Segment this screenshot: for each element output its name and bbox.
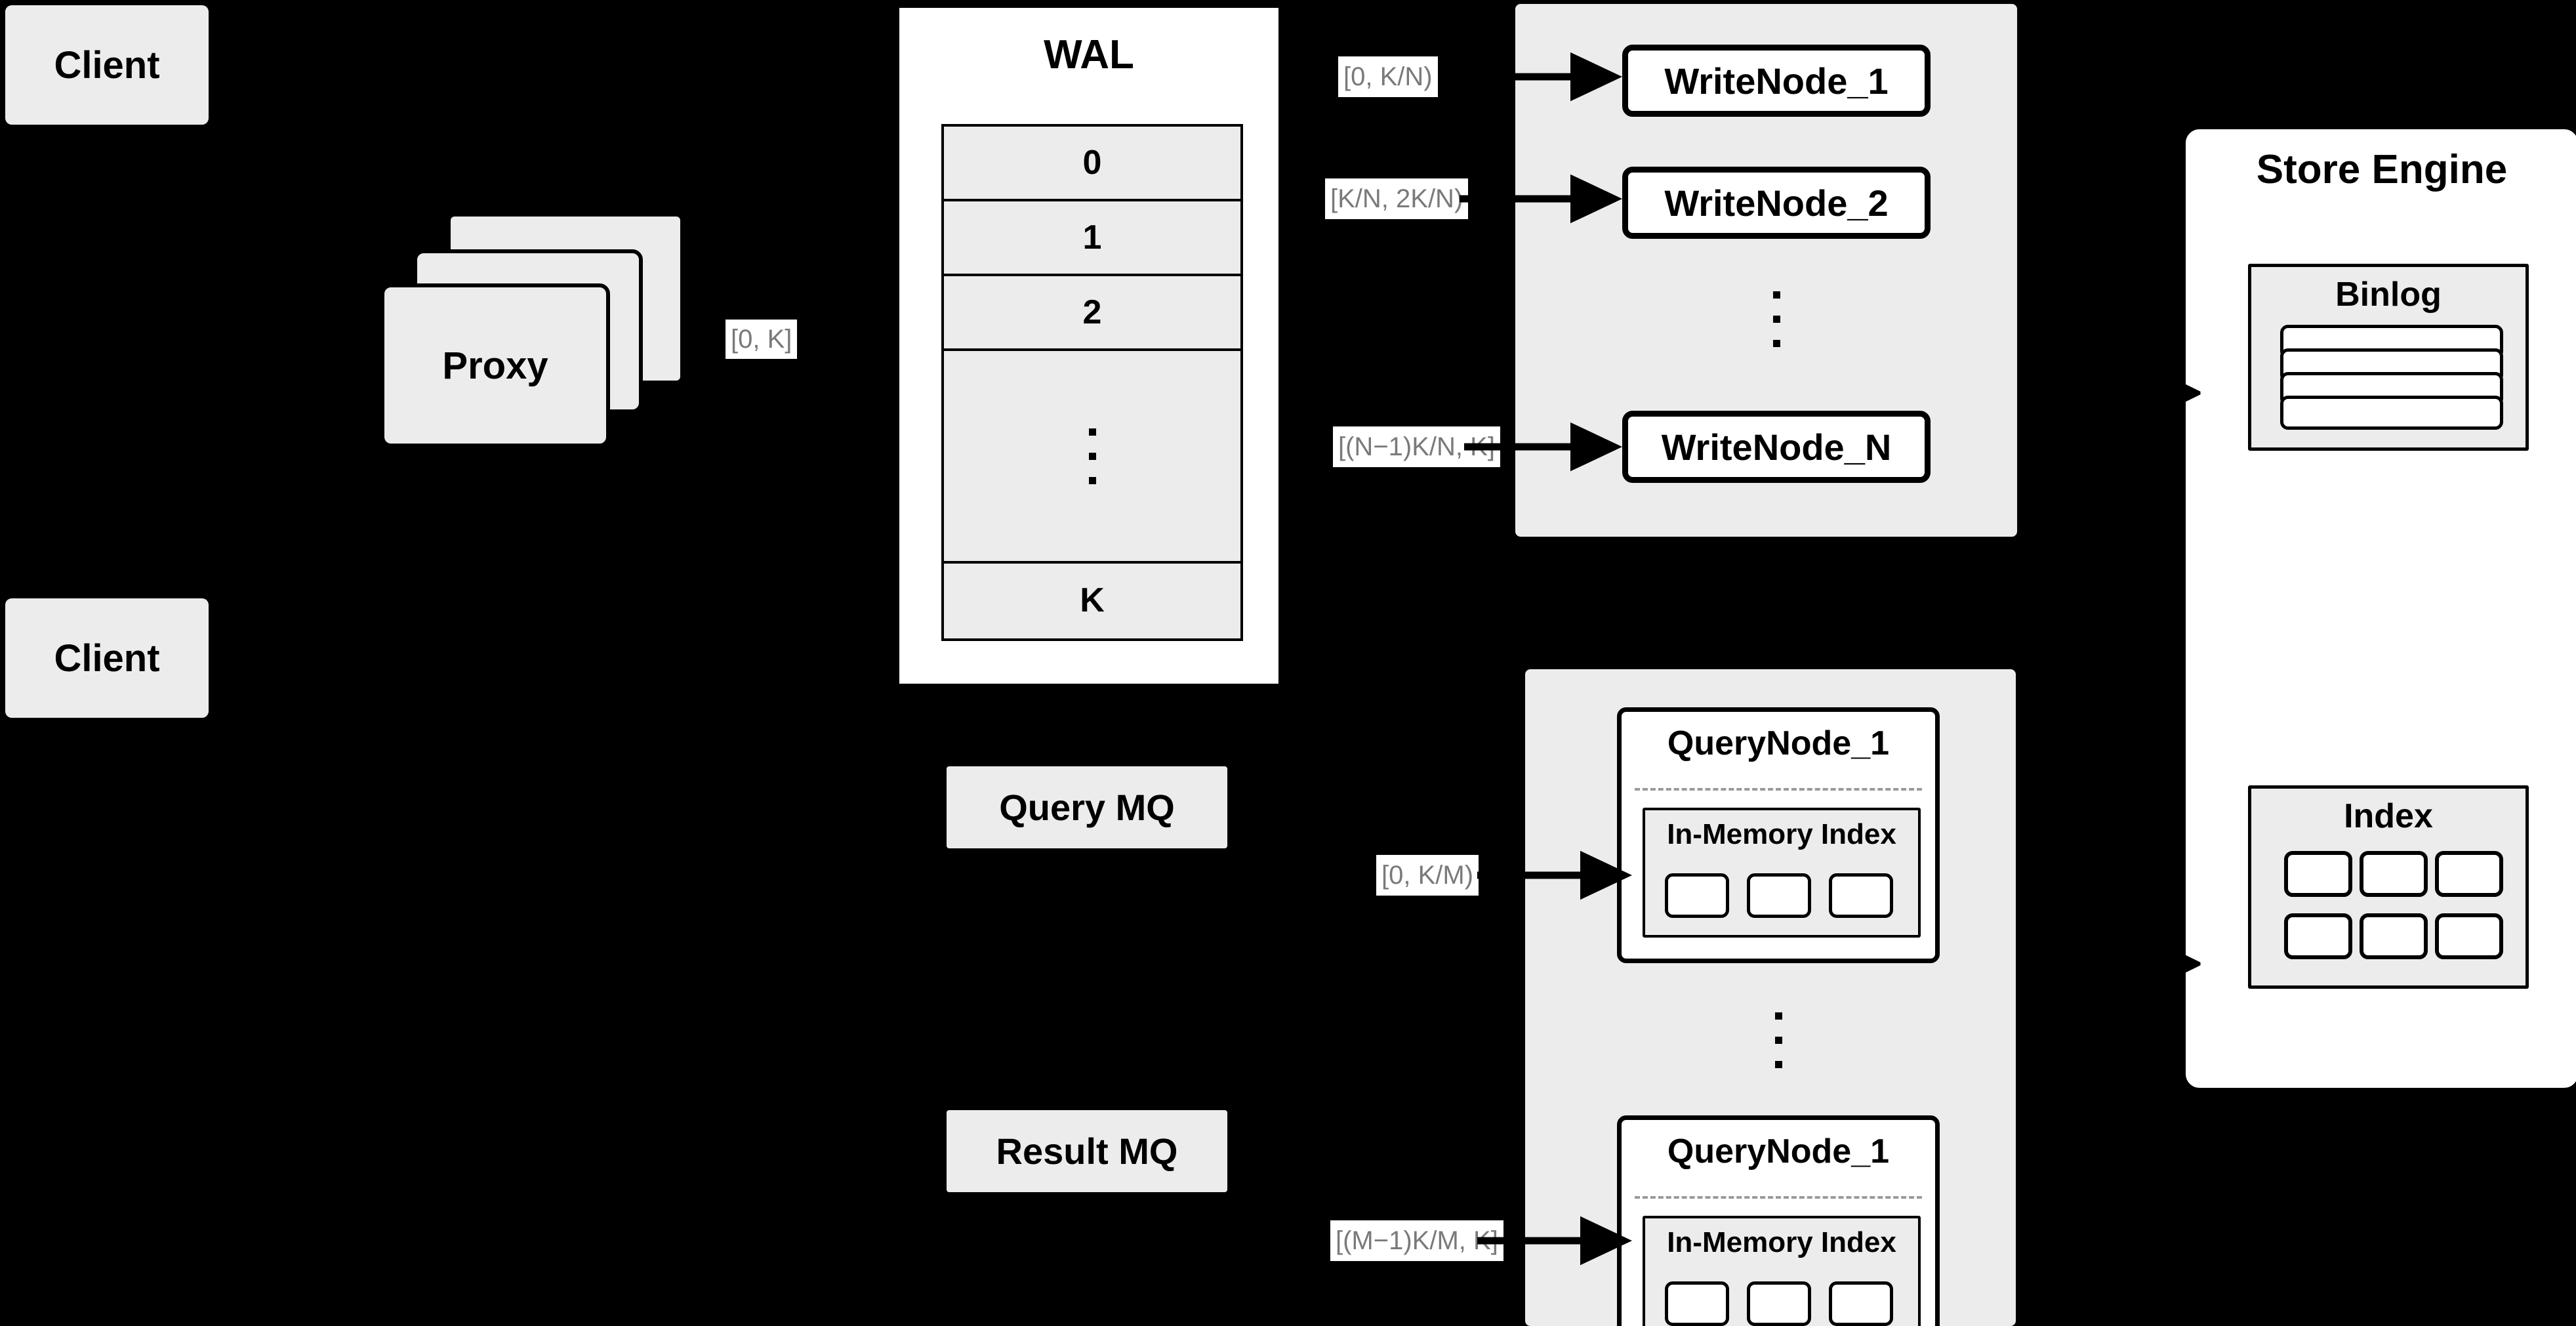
wal-row[interactable]: 2 [944, 276, 1240, 351]
write-node-n-range-text: [(N−1)K/N, K] [1338, 432, 1495, 461]
query-node-1-in-memory-index: In-Memory Index [1643, 808, 1921, 938]
index-cell[interactable] [1747, 873, 1811, 918]
query-mq-label: Query MQ [999, 787, 1175, 828]
wal-row[interactable]: 0 [944, 127, 1240, 201]
query-node-2[interactable]: QueryNode_1 In-Memory Index [1617, 1115, 1940, 1326]
query-node-2-in-memory-index-title: In-Memory Index [1667, 1226, 1896, 1258]
query-mq-node[interactable]: Query MQ [947, 766, 1227, 848]
write-node-1-range-text: [0, K/N) [1343, 62, 1433, 91]
write-node-group: WriteNode_1 WriteNode_2 WriteNode_N [1515, 4, 2017, 537]
result-mq-label: Result MQ [996, 1130, 1178, 1172]
index-cell[interactable] [1665, 873, 1729, 918]
index-cell[interactable] [1829, 873, 1893, 918]
index-cell[interactable] [2435, 913, 2503, 959]
wal-entry-table: 0 1 2 K [941, 124, 1243, 641]
write-node-n-label: WriteNode_N [1661, 426, 1892, 468]
query-node-2-separator [1635, 1196, 1922, 1199]
index-cell[interactable] [2435, 851, 2503, 897]
proxy-output-range-text: [0, K] [731, 324, 792, 354]
wal-row-label: 1 [1082, 218, 1102, 257]
index-cell[interactable] [1747, 1281, 1811, 1326]
write-node-n[interactable]: WriteNode_N [1622, 411, 1931, 483]
query-node-2-range-label: [(M−1)K/M, K] [1330, 1220, 1503, 1261]
query-node-2-label: QueryNode_1 [1667, 1132, 1890, 1171]
query-node-group: QueryNode_1 In-Memory Index QueryNode_1 … [1525, 669, 2016, 1326]
write-node-1[interactable]: WriteNode_1 [1622, 45, 1931, 117]
index-cell[interactable] [2284, 913, 2352, 959]
proxy-node-label: Proxy [442, 344, 548, 387]
wal-row-ellipsis [944, 351, 1240, 564]
query-node-2-in-memory-index: In-Memory Index [1643, 1216, 1921, 1326]
wal-title: WAL [1044, 32, 1134, 77]
index-cell[interactable] [2360, 851, 2428, 897]
binlog-panel: Binlog [2248, 264, 2529, 451]
binlog-entry-bar[interactable] [2280, 396, 2503, 430]
write-node-ellipsis [1622, 266, 1931, 371]
result-mq-node[interactable]: Result MQ [947, 1110, 1227, 1192]
proxy-node[interactable]: Proxy [380, 283, 610, 447]
client-node-1[interactable]: Client [5, 5, 209, 125]
index-cell[interactable] [2360, 913, 2428, 959]
write-node-2-range-label: [K/N, 2K/N) [1325, 178, 1469, 219]
write-node-2-range-text: [K/N, 2K/N) [1330, 184, 1463, 213]
proxy-output-range-label: [0, K] [726, 320, 798, 359]
index-title: Index [2344, 797, 2433, 835]
wal-container: WAL 0 1 2 K [895, 4, 1282, 688]
write-node-1-range-label: [0, K/N) [1338, 56, 1438, 97]
index-cell[interactable] [2284, 851, 2352, 897]
client-node-2-label: Client [54, 636, 160, 680]
binlog-title: Binlog [2335, 276, 2442, 314]
index-panel: Index [2248, 785, 2529, 989]
query-node-1-in-memory-index-title: In-Memory Index [1667, 818, 1896, 850]
write-node-n-range-label: [(N−1)K/N, K] [1333, 426, 1500, 467]
query-node-1-range-text: [0, K/M) [1381, 860, 1474, 890]
write-node-2[interactable]: WriteNode_2 [1622, 167, 1931, 239]
index-cell[interactable] [1665, 1281, 1729, 1326]
query-node-1-range-label: [0, K/M) [1376, 855, 1479, 896]
query-node-ellipsis [1617, 974, 1940, 1106]
index-cell[interactable] [1829, 1281, 1893, 1326]
client-node-1-label: Client [54, 43, 160, 87]
query-node-2-range-text: [(M−1)K/M, K] [1336, 1226, 1498, 1255]
query-node-1[interactable]: QueryNode_1 In-Memory Index [1617, 707, 1940, 963]
wal-row-label: 2 [1082, 293, 1102, 331]
wal-row-label: K [1080, 581, 1105, 619]
wal-row-label: 0 [1082, 144, 1102, 182]
write-node-2-label: WriteNode_2 [1664, 182, 1889, 224]
wal-row[interactable]: 1 [944, 201, 1240, 276]
store-engine-container: Store Engine Binlog Index [2181, 125, 2576, 1092]
wal-row[interactable]: K [944, 564, 1240, 637]
store-engine-title: Store Engine [2256, 147, 2508, 192]
write-node-1-label: WriteNode_1 [1664, 60, 1889, 102]
client-node-2[interactable]: Client [5, 598, 209, 718]
query-node-1-label: QueryNode_1 [1667, 724, 1890, 762]
query-node-1-separator [1635, 788, 1922, 791]
